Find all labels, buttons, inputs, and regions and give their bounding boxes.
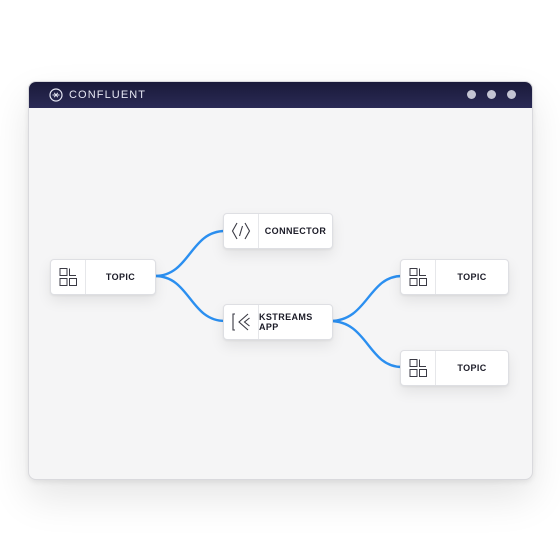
kstreams-icon [224,305,259,339]
node-kstreams-app[interactable]: KSTREAMS APP [223,304,333,340]
node-label: KSTREAMS APP [259,312,313,332]
node-connector[interactable]: CONNECTOR [223,213,333,249]
node-topic-source[interactable]: TOPIC [50,259,156,295]
window-dot-2-icon[interactable] [487,90,496,99]
confluent-logo-icon [49,88,63,102]
node-topic-output-2[interactable]: TOPIC [400,350,509,386]
window-dot-3-icon[interactable] [507,90,516,99]
title-bar: CONFLUENT [29,82,532,108]
window-controls [467,90,516,99]
node-topic-output-1[interactable]: TOPIC [400,259,509,295]
topic-grid-icon [401,260,436,294]
window-dot-1-icon[interactable] [467,90,476,99]
brand-name: CONFLUENT [69,89,147,101]
node-label: TOPIC [457,272,487,282]
connector-icon [224,214,259,248]
node-label: TOPIC [457,363,487,373]
topic-grid-icon [401,351,436,385]
node-label: TOPIC [105,272,136,282]
topic-grid-icon [51,260,86,294]
brand[interactable]: CONFLUENT [49,88,146,102]
node-label: CONNECTOR [264,226,327,236]
